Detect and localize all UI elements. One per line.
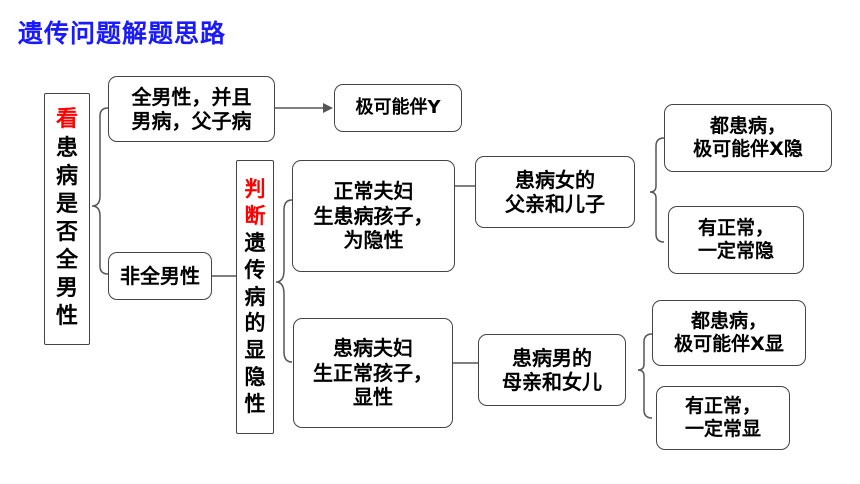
not-all-male-text: 非全男性: [120, 263, 200, 288]
brace-root: [91, 107, 109, 275]
sick-son-line: 患病男的: [512, 345, 592, 370]
dominant-case-box: 患病夫妇 生正常孩子， 显性: [293, 318, 453, 428]
recessive-case-line: 为隐性: [343, 228, 404, 253]
judge-head-char: 判: [244, 177, 266, 202]
result-normal-recessive-box: 有正常， 一定常隐: [668, 206, 804, 274]
judge-box: 判 断 遗 传 病 的 显 隐 性: [236, 160, 274, 434]
sick-son-line: 母亲和女儿: [502, 370, 602, 394]
sick-son-box: 患病男的 母亲和女儿: [478, 334, 626, 406]
judge-char: 性: [244, 392, 266, 417]
judge-char: 遗: [244, 230, 266, 255]
all-male-line: 男病，父子病: [131, 109, 252, 133]
judge-head-char: 断: [244, 203, 266, 228]
recessive-case-line: 正常夫妇: [333, 179, 414, 204]
not-all-male-box: 非全男性: [108, 252, 212, 300]
sick-daughter-line: 父亲和儿子: [505, 192, 605, 216]
sick-daughter-box: 患病女的 父亲和儿子: [475, 156, 635, 228]
judge-char: 病: [244, 284, 266, 309]
root-char: 是: [55, 191, 78, 217]
root-char: 男: [55, 276, 78, 302]
root-head-char: 看: [55, 107, 78, 133]
brace-daughter: [649, 137, 665, 243]
result-normal-dominant-line: 一定常显: [684, 418, 761, 440]
dominant-case-line: 生正常孩子，: [313, 360, 433, 385]
judge-char: 传: [244, 257, 266, 282]
result-x-recessive-box: 都患病， 极可能伴X隐: [664, 104, 832, 172]
result-x-dominant-box: 都患病， 极可能伴X显: [652, 300, 806, 366]
result-x-dominant-line: 都患病，: [690, 309, 767, 332]
result-normal-recessive-line: 有正常，: [697, 216, 774, 239]
dominant-case-line: 显性: [353, 385, 393, 410]
root-char: 否: [55, 220, 78, 245]
result-normal-recessive-line: 一定常隐: [697, 240, 774, 262]
brace-son: [637, 333, 653, 419]
brace-judge: [275, 199, 293, 363]
all-male-line: 全男性，并且: [131, 84, 252, 109]
root-char: 性: [55, 304, 78, 330]
judge-char: 的: [244, 311, 266, 336]
result-y-box: 极可能伴Y: [334, 84, 462, 132]
root-box: 看 患 病 是 否 全 男 性: [44, 93, 90, 345]
dominant-case-line: 患病夫妇: [333, 336, 413, 361]
recessive-case-line: 生患病孩子，: [313, 203, 434, 228]
arrow-head: [323, 103, 333, 113]
recessive-case-box: 正常夫妇 生患病孩子， 为隐性: [292, 160, 455, 272]
result-x-recessive-line: 都患病，: [709, 114, 786, 137]
result-x-recessive-line: 极可能伴X隐: [693, 138, 803, 160]
root-char: 患: [55, 135, 78, 161]
result-y-text: 极可能伴Y: [355, 97, 441, 119]
judge-char: 隐: [244, 365, 266, 390]
page-title: 遗传问题解题思路: [18, 19, 227, 48]
result-normal-dominant-box: 有正常， 一定常显: [656, 386, 790, 450]
sick-daughter-line: 患病女的: [515, 167, 595, 192]
all-male-box: 全男性，并且 男病，父子病: [108, 76, 275, 142]
root-char: 全: [55, 248, 78, 274]
judge-char: 显: [244, 338, 266, 363]
result-normal-dominant-line: 有正常，: [684, 394, 761, 417]
result-x-dominant-line: 极可能伴X显: [674, 333, 784, 355]
root-char: 病: [55, 163, 78, 189]
